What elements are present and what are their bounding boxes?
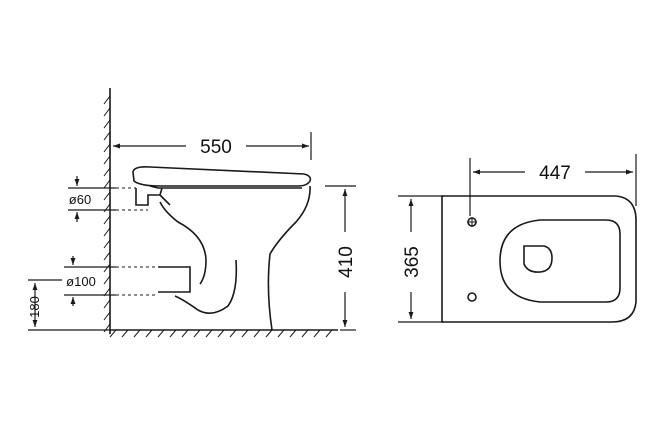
dimension-outlet <box>64 256 116 306</box>
top-depth-label: 365 <box>402 246 423 278</box>
outlet-diameter-label: ø100 <box>66 274 96 289</box>
top-view <box>398 154 637 323</box>
toilet-body-side <box>132 166 312 331</box>
fixing-hole-bottom <box>467 292 477 302</box>
bowl-rim <box>499 219 621 303</box>
dimension-height <box>325 185 356 331</box>
dimension-length <box>109 132 312 160</box>
dimension-inlet <box>68 176 116 222</box>
pipe-lines <box>116 187 158 296</box>
side-view <box>28 88 356 338</box>
inlet-diameter-label: ø60 <box>69 192 91 207</box>
dimension-top-depth <box>398 195 444 323</box>
height-label: 410 <box>336 246 357 278</box>
toilet-body-top <box>441 195 637 323</box>
top-width-label: 447 <box>539 163 571 184</box>
outlet-height-label: 180 <box>27 296 42 318</box>
floor <box>109 329 338 338</box>
bowl-outlet <box>523 245 553 273</box>
wall <box>103 88 111 334</box>
length-label: 550 <box>200 137 232 158</box>
dimension-outlet-height <box>28 279 110 331</box>
dimension-top-width <box>469 154 637 216</box>
